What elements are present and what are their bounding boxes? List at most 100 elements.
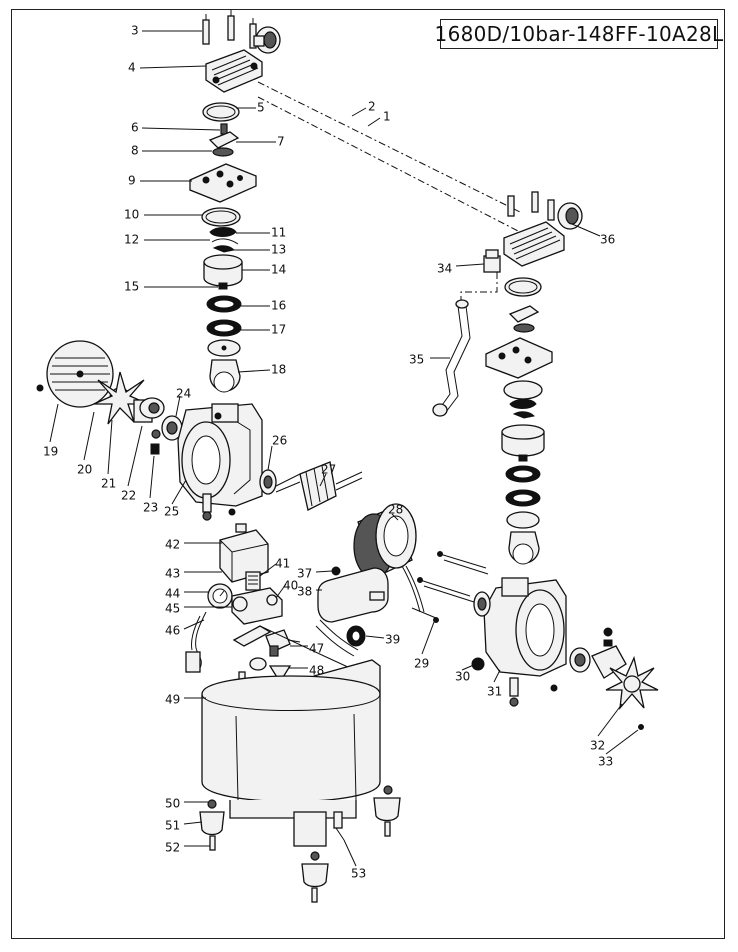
callout-6: 6 (131, 121, 139, 135)
crank-bearing (259, 469, 277, 495)
callout-23: 23 (143, 501, 158, 515)
left-foot-bolt (202, 493, 236, 521)
rubber-foot-right (373, 785, 401, 837)
left-valve-reed (212, 147, 234, 157)
callout-2: 2 (368, 100, 376, 114)
callout-16: 16 (271, 299, 286, 313)
right-piston-cap (506, 511, 540, 529)
crankcase-bolts (411, 551, 489, 623)
guard-screw (36, 384, 44, 392)
right-piston-ring-upper (505, 465, 541, 483)
right-silencer (557, 202, 583, 230)
right-fan-hub (591, 627, 627, 679)
left-head-bolts (202, 10, 257, 49)
leader-line-23 (149, 455, 155, 499)
right-oring (503, 380, 543, 400)
callout-36: 36 (600, 233, 615, 247)
callout-49: 49 (165, 693, 180, 707)
capacitor-wires (315, 619, 359, 657)
check-valve (265, 629, 301, 657)
callout-30: 30 (455, 670, 470, 684)
callout-5: 5 (257, 101, 265, 115)
callout-39: 39 (385, 633, 400, 647)
callout-38: 38 (297, 585, 312, 599)
left-valve-plate (189, 163, 257, 203)
left-piston-ring-lower (206, 319, 242, 337)
left-silencer (253, 26, 281, 54)
callout-22: 22 (121, 489, 136, 503)
tank-stand (229, 800, 357, 847)
rubber-foot-front (301, 851, 329, 903)
manifold-fitting (231, 587, 283, 625)
callout-15: 15 (124, 280, 139, 294)
right-rear-bearing (569, 647, 591, 673)
unloader-fitting (483, 249, 501, 273)
callout-53: 53 (351, 867, 366, 881)
right-piston-ring-lower (505, 489, 541, 507)
capacitor-screw (331, 566, 341, 576)
left-piston-cap (207, 339, 241, 357)
callout-10: 10 (124, 208, 139, 222)
motor-bushing (346, 625, 366, 647)
leader-line-30 (461, 663, 477, 671)
leader-line-26 (267, 445, 273, 471)
leader-line-31 (493, 669, 501, 683)
callout-42: 42 (165, 538, 180, 552)
leader-line-21 (107, 419, 113, 475)
callout-14: 14 (271, 263, 286, 277)
callout-40: 40 (283, 579, 298, 593)
left-crankcase (177, 403, 263, 507)
drawing-frame (11, 9, 725, 939)
right-foot-bolt (509, 677, 558, 707)
callout-18: 18 (271, 363, 286, 377)
callout-48: 48 (309, 664, 324, 678)
callout-1: 1 (383, 110, 391, 124)
leader-line-24 (175, 395, 181, 417)
safety-valve (245, 571, 261, 591)
left-reed-valve (209, 227, 237, 237)
cooling-fan (93, 371, 149, 425)
callout-8: 8 (131, 144, 139, 158)
leader-line-29 (421, 621, 435, 655)
callout-50: 50 (165, 797, 180, 811)
discharge-pipe (432, 299, 471, 417)
leader-line-25 (171, 479, 187, 505)
hub-nut (150, 443, 160, 455)
callout-7: 7 (277, 135, 285, 149)
leader-line-4 (139, 65, 207, 69)
leader-line-22 (127, 425, 143, 487)
callout-20: 20 (77, 463, 92, 477)
callout-45: 45 (165, 602, 180, 616)
callout-47: 47 (309, 642, 324, 656)
callout-24: 24 (176, 387, 191, 401)
right-cooling-fan (605, 655, 659, 711)
pressure-gauge (207, 583, 233, 609)
right-cylinder-head (503, 221, 565, 267)
callout-28: 28 (388, 503, 403, 517)
leader-line-33 (605, 729, 639, 755)
drain-valve (333, 811, 345, 841)
hub-washer (151, 429, 161, 439)
callout-19: 19 (43, 445, 58, 459)
right-valve-stop (508, 305, 540, 333)
leader-line-46 (183, 619, 205, 630)
callout-51: 51 (165, 819, 180, 833)
fan-hub (133, 397, 165, 423)
callout-52: 52 (165, 841, 180, 855)
leader-line-18 (237, 369, 271, 373)
left-cylinder-head (205, 49, 263, 93)
right-cylinder-sleeve (501, 424, 545, 457)
part-callouts: 1234567891011121314151617181920212223242… (43, 24, 639, 881)
rubber-foot-left (199, 799, 225, 851)
leader-line-32 (597, 703, 623, 737)
capacitor (317, 567, 389, 623)
callout-12: 12 (124, 233, 139, 247)
callout-26: 26 (272, 434, 287, 448)
leader-line-39 (365, 635, 385, 639)
callout-46: 46 (165, 624, 180, 638)
right-head-bolts (507, 191, 555, 221)
callout-32: 32 (590, 739, 605, 753)
callout-9: 9 (128, 174, 136, 188)
